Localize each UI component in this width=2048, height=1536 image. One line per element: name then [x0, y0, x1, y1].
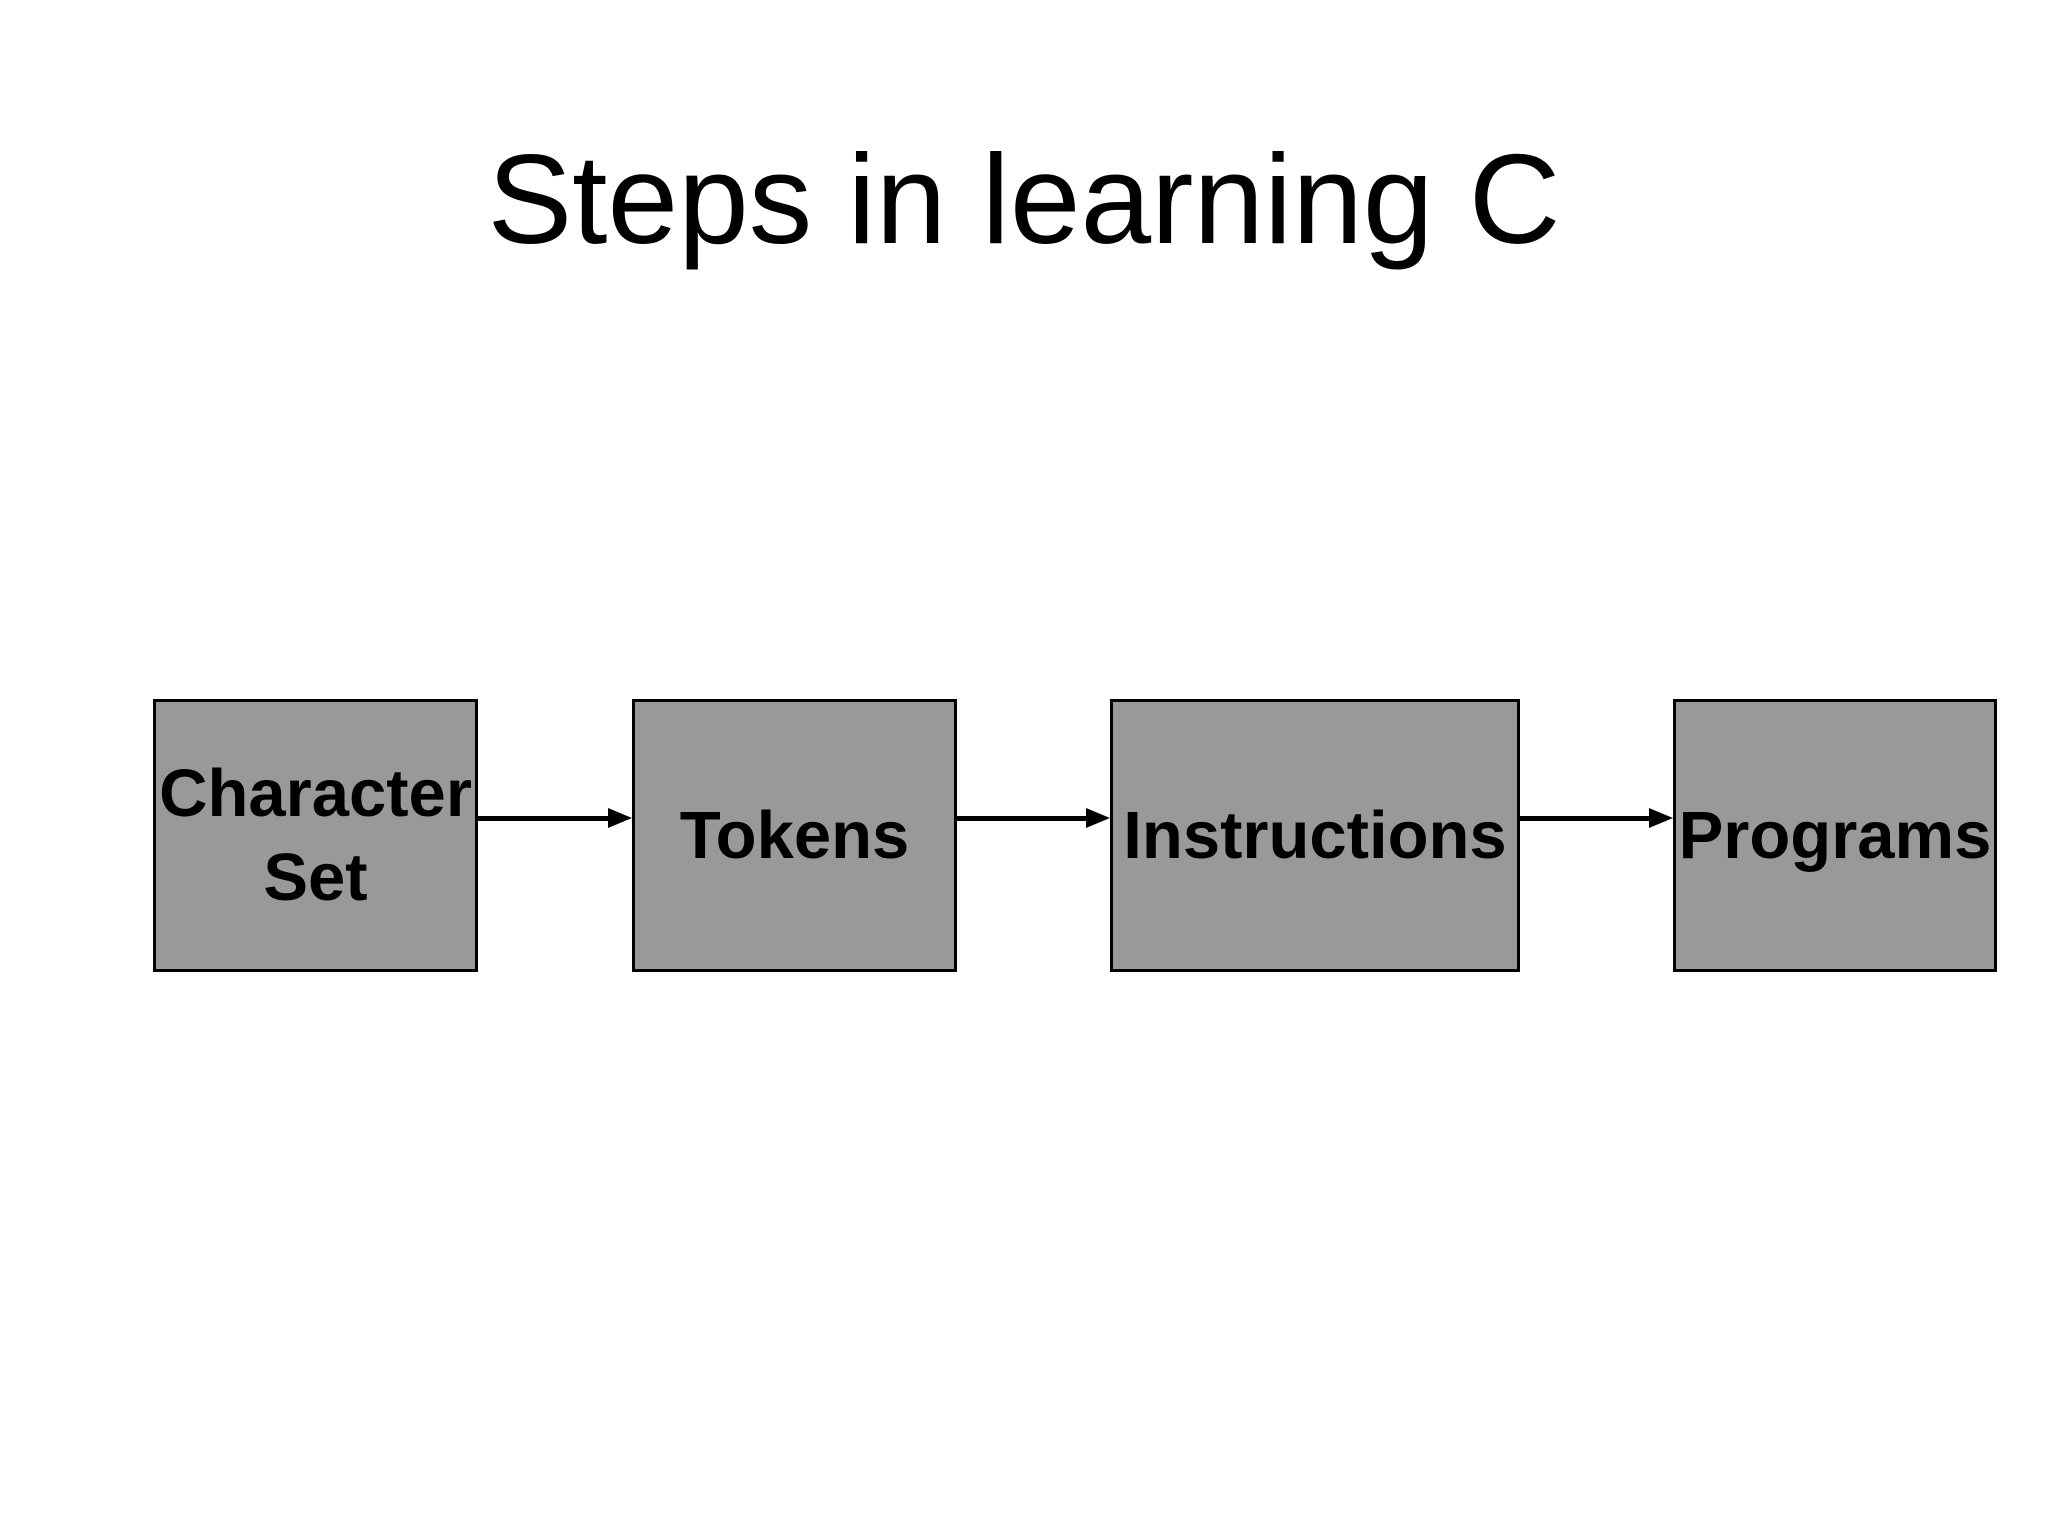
node-programs: Programs — [1673, 699, 1997, 972]
node-tokens: Tokens — [632, 699, 957, 972]
node-character-set: Character Set — [153, 699, 478, 972]
arrowhead-icon — [1086, 808, 1110, 828]
arrow-tokens-to-instructions — [957, 816, 1087, 821]
arrow-character-set-to-tokens — [478, 816, 609, 821]
node-label: Programs — [1678, 797, 1992, 873]
arrow-instructions-to-programs — [1520, 816, 1650, 821]
node-label: Character Set — [159, 755, 472, 915]
node-instructions: Instructions — [1110, 699, 1520, 972]
arrowhead-icon — [608, 808, 632, 828]
arrowhead-icon — [1649, 808, 1673, 828]
node-label: Tokens — [679, 797, 910, 873]
node-label: Instructions — [1123, 797, 1507, 873]
slide-title: Steps in learning C — [487, 128, 1561, 270]
